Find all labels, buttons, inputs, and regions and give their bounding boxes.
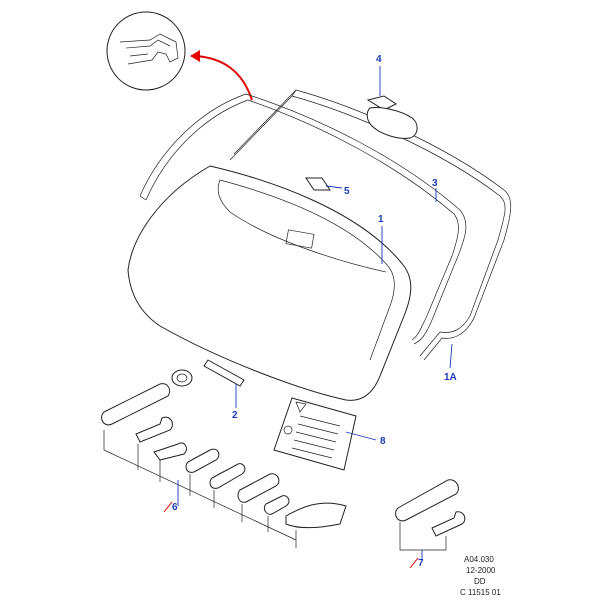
sensor-pad <box>305 177 331 191</box>
warning-label <box>273 397 357 471</box>
interior-mirror <box>366 95 418 139</box>
kit7-strike <box>409 557 419 569</box>
callout-1: 1 <box>378 214 384 225</box>
repair-kit-7 <box>395 479 466 560</box>
callout-5: 5 <box>344 186 350 197</box>
ref-line-3: DD <box>474 577 486 586</box>
detail-arrow <box>195 55 253 101</box>
repair-kit-6 <box>101 369 347 529</box>
callout-8: 8 <box>380 436 386 447</box>
moulding-strip <box>139 93 467 345</box>
callout-3: 3 <box>432 178 438 189</box>
ref-line-4: C 11515 01 <box>460 588 501 597</box>
ref-line-2: 12-2000 <box>466 566 496 575</box>
callout-2: 2 <box>232 410 238 421</box>
ref-line-1: A04.030 <box>464 555 494 564</box>
detail-circle <box>106 11 186 91</box>
kit6-strike <box>163 501 173 513</box>
callout-4: 4 <box>376 54 382 65</box>
windscreen <box>127 165 412 401</box>
callout-1a: 1A <box>444 372 457 383</box>
callout-6: 6 <box>172 502 178 513</box>
arrow-head <box>190 50 200 62</box>
callout-7: 7 <box>418 558 424 569</box>
leader-lines <box>235 66 453 441</box>
spacer-strip <box>203 359 245 387</box>
kit6-bracket <box>103 430 297 548</box>
